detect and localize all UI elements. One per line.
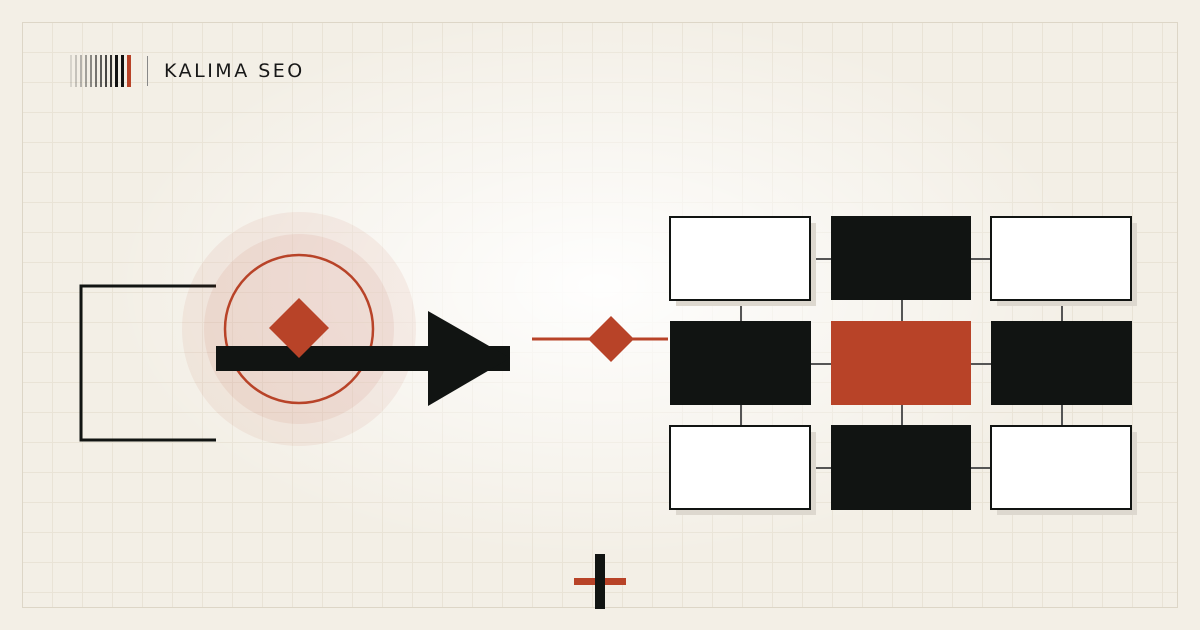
grid-cell-r3c2 bbox=[831, 425, 971, 510]
arrow-head bbox=[428, 311, 510, 406]
logo-divider bbox=[147, 56, 148, 86]
grid-background bbox=[22, 22, 1178, 608]
brand-name: KALIMA SEO bbox=[164, 60, 305, 82]
grid-cell-r2c3 bbox=[991, 321, 1132, 405]
glow-ring-inner bbox=[223, 253, 375, 405]
cross-mark-vertical bbox=[595, 554, 605, 609]
input-bracket bbox=[79, 284, 216, 442]
grid-cell-r3c3 bbox=[990, 425, 1132, 510]
grid-cell-r2c2-highlight bbox=[831, 321, 971, 405]
connector-diamond bbox=[588, 316, 634, 362]
grid-cell-r2c1 bbox=[670, 321, 811, 405]
brand-logo: KALIMA SEO bbox=[70, 55, 305, 87]
grid-cell-r1c1 bbox=[669, 216, 811, 301]
grid-cell-r3c1 bbox=[669, 425, 811, 510]
barcode-logo-mark bbox=[70, 55, 131, 87]
grid-cell-r1c2 bbox=[831, 216, 971, 300]
focus-diamond bbox=[269, 298, 329, 358]
grid-cell-r1c3 bbox=[990, 216, 1132, 301]
